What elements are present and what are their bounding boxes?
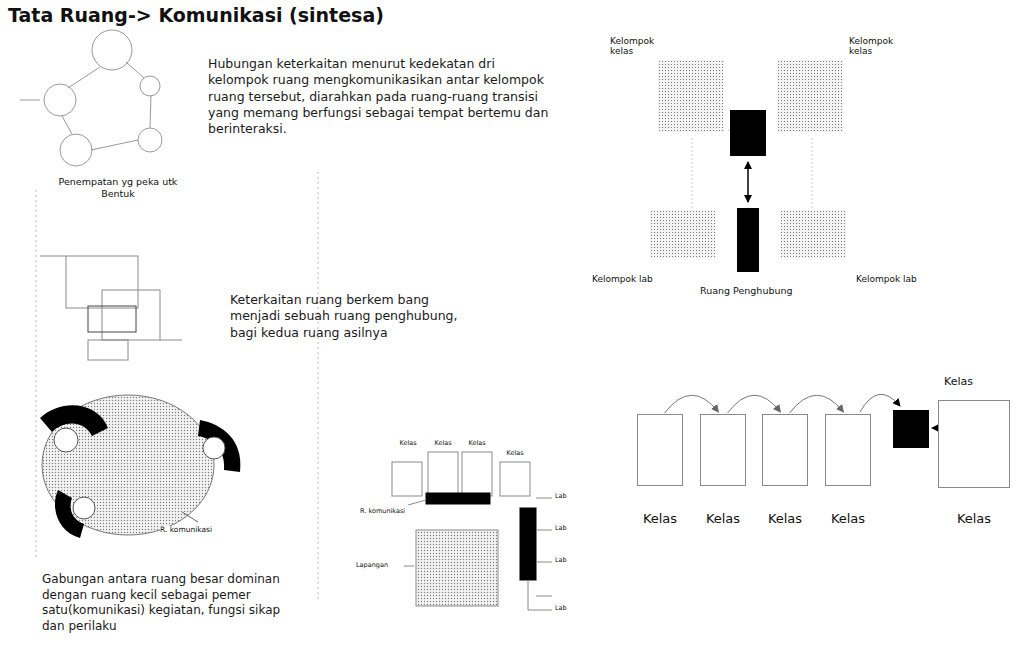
room-label: Lab: [555, 557, 579, 564]
room-name: Kelompok lab: [592, 274, 662, 284]
separator: [36, 172, 318, 600]
flow-arc: [728, 395, 781, 413]
room-group: Kelompok lab: [780, 210, 846, 258]
flow-arc: [790, 395, 844, 413]
room-label: Lapangan: [356, 562, 404, 569]
blob-sketch: [40, 395, 240, 538]
room-outline: [762, 414, 808, 486]
sketch-caption: Penempatan yg peka utk Bentuk: [56, 176, 180, 201]
link-room: [737, 208, 759, 272]
bubble-sketch: [20, 30, 162, 166]
note-text: Keterkaitan ruang berkem bang menjadi se…: [230, 292, 480, 341]
classroom-box: Kelas: [762, 414, 808, 486]
area-label: R. komunikasi: [160, 526, 240, 535]
small-plan: [392, 452, 552, 610]
room-name: Kelompok lab: [856, 274, 926, 284]
note-text: Hubungan keterkaitan menurut kedekatan d…: [208, 56, 558, 137]
flow-arc: [860, 394, 900, 412]
room-label: Kelas: [944, 376, 1004, 389]
stippled-area: [777, 60, 843, 132]
overlap-sketch: [40, 256, 182, 360]
room-group: Kelompok kelas: [777, 60, 843, 132]
link-room: [893, 410, 929, 448]
room-label: Kelas: [462, 440, 492, 447]
classroom-box: Kelas: [637, 414, 683, 486]
room-name: Kelas: [756, 512, 814, 527]
room-outline: [938, 400, 1010, 488]
room-label: Lab: [555, 493, 579, 500]
room-label: Ruang Penghubung: [700, 286, 810, 297]
title: Tata Ruang-> Komunikasi (sintesa): [8, 3, 384, 28]
stippled-area: [780, 210, 846, 258]
stippled-area: [658, 60, 724, 132]
classroom-box: Kelas: [938, 400, 1010, 488]
link-room: [730, 110, 766, 156]
room-name: Kelompok kelas: [849, 36, 909, 57]
classroom-box: Kelas: [825, 414, 871, 486]
room-label: Kelas: [500, 450, 530, 457]
room-name: Kelas: [819, 512, 877, 527]
room-label: Lab: [555, 525, 579, 532]
room-label: Lab: [555, 605, 579, 612]
classroom-box: Kelas: [700, 414, 746, 486]
room-name: Kelas: [945, 512, 1003, 527]
room-name: Kelompok kelas: [610, 36, 670, 57]
room-outline: [637, 414, 683, 486]
flow-arc: [665, 395, 719, 413]
room-label: Kelas: [393, 440, 423, 447]
room-label: Kelas: [428, 440, 458, 447]
room-group: Kelompok kelas: [658, 60, 724, 132]
double-arrow: [747, 162, 749, 202]
room-outline: [700, 414, 746, 486]
room-name: Kelas: [694, 512, 752, 527]
room-group: Kelompok lab: [650, 210, 716, 258]
room-name: Kelas: [631, 512, 689, 527]
note-text: Gabungan antara ruang besar dominan deng…: [42, 572, 302, 634]
room-outline: [825, 414, 871, 486]
room-label: R. komunikasi: [360, 508, 420, 515]
stippled-area: [650, 210, 716, 258]
